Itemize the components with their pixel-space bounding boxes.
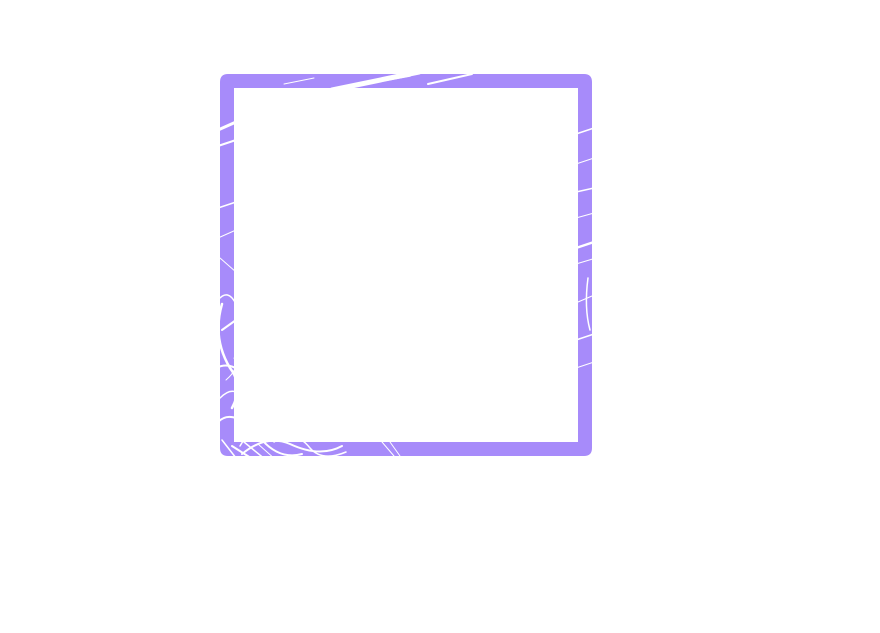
brush-scratches bbox=[215, 69, 597, 461]
square-frame-icon bbox=[215, 69, 597, 461]
frame-border bbox=[220, 74, 592, 456]
